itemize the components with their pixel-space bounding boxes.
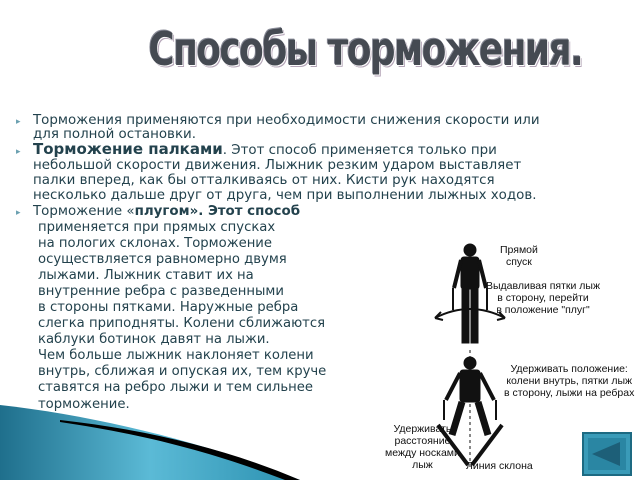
bullet-3-rest: ». Этот способ <box>189 204 301 219</box>
label-hold-position: Удерживать положение:колени внутрь, пятк… <box>504 363 635 399</box>
bullet-3-line: торможение. <box>38 397 130 412</box>
bullet-3-heading: Торможение «плугом». Этот способ <box>33 204 300 219</box>
bullet-marker: ▸ <box>16 208 21 218</box>
skier-drawing <box>434 243 506 470</box>
bullet-1-line: для полной остановки. <box>33 127 196 142</box>
back-button[interactable] <box>582 432 632 476</box>
bullet-2-line: палки вперед, как бы отталкиваясь от них… <box>33 173 495 188</box>
bullet-2-line: несколько дальше друг от друга, чем при … <box>33 188 537 203</box>
bullet-2-bold: Торможение палками <box>33 140 223 158</box>
bullet-3-line: каблуки ботинок давят на лыжи. <box>38 332 270 347</box>
label-fall-line: Линия склона <box>466 460 533 472</box>
bullet-3-line: применяется при прямых спусках <box>38 220 276 235</box>
bullet-marker: ▸ <box>16 117 21 127</box>
bullet-3-line: внутренние ребра с разведенными <box>38 284 284 299</box>
bullet-marker: ▸ <box>16 147 21 157</box>
decorative-swoosh <box>0 405 300 480</box>
bullet-3-line: в стороны пятками. Наружные ребра <box>38 300 299 315</box>
bullet-3-line: Чем больше лыжник наклоняет колени <box>38 348 314 363</box>
bullet-3-line: осуществляется равномерно двумя <box>38 252 287 267</box>
bullet-3-pre: Торможение « <box>33 204 135 219</box>
slide-title: Способы торможения. <box>148 22 583 76</box>
bullet-2-line: небольшой скорости движения. Лыжник резк… <box>33 158 522 173</box>
bullet-2-rest: . Этот способ применяется только при <box>222 143 497 158</box>
bullet-3-line: внутрь, сближая и опуская их, тем круче <box>38 364 327 379</box>
bullet-3-line: ставятся на ребро лыжи и тем сильнее <box>38 380 313 395</box>
triangle-left-icon <box>592 442 620 466</box>
bullet-1-line: Торможения применяются при необходимости… <box>33 113 540 128</box>
bullet-3-line: слегка приподняты. Колени сближаются <box>38 316 326 331</box>
bullet-3-line: на пологих склонах. Торможение <box>38 236 272 251</box>
bullet-3-bold: плугом <box>134 204 190 219</box>
bullet-2-heading: Торможение палками. Этот способ применяе… <box>33 140 497 159</box>
bullet-3-line: лыжами. Лыжник ставит их на <box>38 268 254 283</box>
